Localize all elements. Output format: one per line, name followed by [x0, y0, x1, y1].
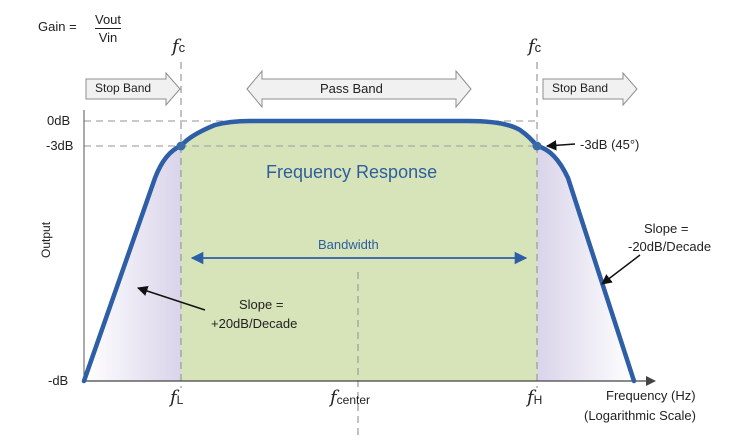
- minus3db-label: -3dB: [46, 138, 74, 153]
- slope-right-line2: -20dB/Decade: [628, 239, 712, 254]
- pass-band-fill: [181, 121, 537, 381]
- cutoff-point-high: [532, 141, 542, 151]
- slope-left-pointer: [137, 285, 206, 311]
- slope-left-line1: Slope =: [239, 297, 284, 312]
- gain-fraction: Vout Vin: [95, 12, 121, 45]
- pass-band-label: Pass Band: [320, 81, 383, 96]
- zero-db-label: 0dB: [47, 113, 71, 128]
- stop-band-left-label: Stop Band: [95, 81, 152, 95]
- gain-numerator: Vout: [95, 12, 122, 29]
- annotation-3db-pointer: [545, 140, 576, 151]
- pass-band-arrow: [246, 69, 472, 109]
- annotation-3db-text: -3dB (45°): [580, 137, 640, 152]
- chart-title: Frequency Response: [266, 162, 438, 182]
- stop-band-right-arrow: [542, 71, 638, 107]
- f-low-label: fL: [170, 387, 184, 408]
- cutoff-label-high: fc: [528, 36, 542, 57]
- x-axis-label-line2: (Logarithmic Scale): [584, 408, 696, 423]
- gain-label: Gain =: [38, 19, 77, 34]
- f-center-label: fcenter: [330, 387, 371, 408]
- slope-right-line1: Slope =: [644, 221, 689, 236]
- minus-db-label: -dB: [48, 373, 69, 388]
- cutoff-label-low: fc: [172, 36, 186, 57]
- x-axis-label-line1: Frequency (Hz): [606, 388, 696, 403]
- f-high-label: fH: [527, 387, 543, 408]
- stop-band-left-arrow: [85, 71, 181, 107]
- bandwidth-label: Bandwidth: [318, 237, 379, 252]
- slope-left-line2: +20dB/Decade: [211, 316, 298, 331]
- stop-band-left-fill: [84, 146, 181, 381]
- gain-denominator: Vin: [98, 30, 118, 45]
- slope-right-pointer: [601, 254, 641, 285]
- x-axis-arrowhead: [646, 376, 656, 386]
- y-axis-label: Output: [39, 221, 53, 258]
- cutoff-point-low: [176, 141, 186, 151]
- stop-band-right-fill: [537, 146, 634, 381]
- stop-band-right-label: Stop Band: [552, 81, 609, 95]
